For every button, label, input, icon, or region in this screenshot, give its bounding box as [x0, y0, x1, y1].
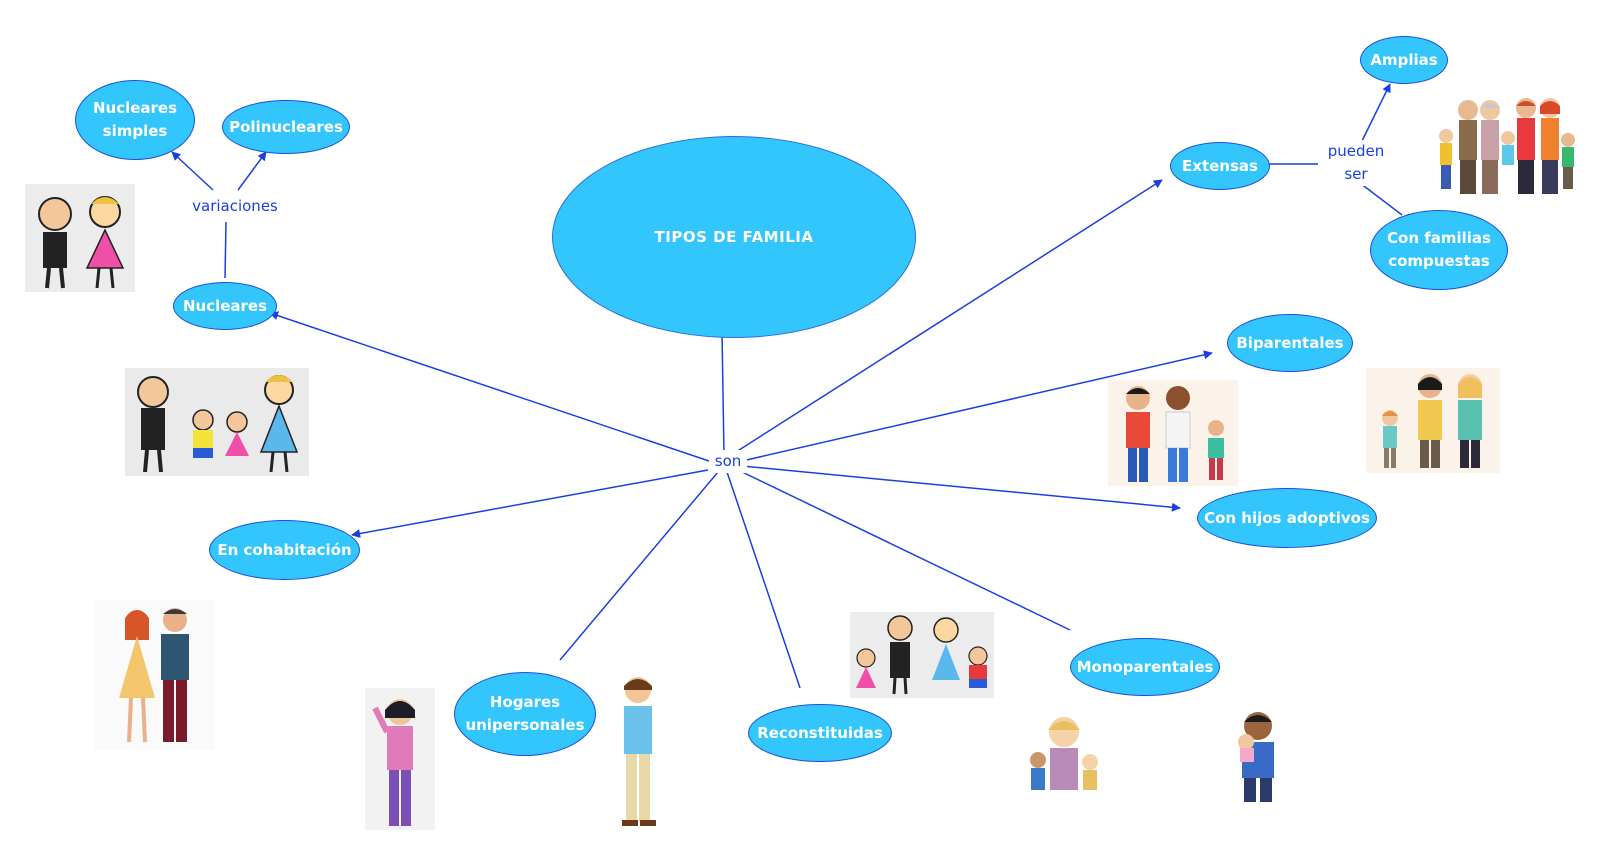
node-con-familias-compuestas[interactable]: Con familias compuestas	[1370, 210, 1508, 290]
main-topic-label: TIPOS DE FAMILIA	[654, 227, 814, 246]
image-man-alone	[608, 672, 668, 830]
image-couple-drawing	[25, 184, 135, 292]
image-cohabitating-couple	[95, 600, 215, 750]
linking-word-son[interactable]: son	[709, 450, 747, 473]
image-extended-family	[1434, 96, 1576, 200]
node-nucleares-label: Nucleares	[182, 296, 268, 315]
node-biparentales[interactable]: Biparentales	[1227, 314, 1353, 372]
node-biparentales-label: Biparentales	[1236, 333, 1344, 352]
arrow-son-biparentales	[741, 350, 1213, 462]
node-monoparentales-label: Monoparentales	[1076, 657, 1214, 676]
line-son-reconstituidas	[726, 471, 801, 689]
arrow-variaciones-polinucleares	[237, 151, 267, 191]
linking-word-pueden-ser[interactable]: pueden ser	[1322, 140, 1390, 186]
image-nuclear-family-drawing	[125, 368, 309, 476]
arrow-son-nucleares	[269, 311, 713, 463]
node-polinucleares[interactable]: Polinucleares	[222, 100, 350, 154]
node-con-familias-compuestas-label: Con familias compuestas	[1387, 229, 1491, 270]
arrow-son-extensas	[735, 179, 1163, 453]
node-nucleares-simples[interactable]: Nucleares simples	[75, 80, 195, 160]
image-single-father-baby	[1222, 708, 1294, 804]
node-monoparentales[interactable]: Monoparentales	[1070, 638, 1220, 696]
node-con-hijos-adoptivos-label: Con hijos adoptivos	[1204, 508, 1370, 527]
arrow-variaciones-nucleares-simples	[171, 151, 214, 191]
node-reconstituidas-label: Reconstituidas	[757, 723, 883, 742]
image-single-mother-family	[1022, 712, 1106, 802]
node-nucleares[interactable]: Nucleares	[173, 282, 277, 330]
arrow-son-con-hijos-adoptivos	[741, 465, 1181, 512]
node-hogares-unipersonales-label: Hogares unipersonales	[465, 693, 585, 734]
image-reconstituted-family	[850, 612, 994, 698]
line-main-to-son	[721, 331, 725, 456]
node-polinucleares-label: Polinucleares	[229, 117, 343, 136]
node-amplias[interactable]: Amplias	[1360, 36, 1448, 84]
node-amplias-label: Amplias	[1370, 50, 1438, 69]
line-son-hogares-unipersonales	[559, 471, 719, 661]
main-topic-node[interactable]: TIPOS DE FAMILIA	[552, 136, 916, 338]
node-extensas[interactable]: Extensas	[1170, 142, 1270, 190]
node-reconstituidas[interactable]: Reconstituidas	[748, 704, 892, 762]
image-woman-alone	[365, 688, 435, 830]
image-two-parent-family	[1108, 380, 1238, 486]
node-nucleares-simples-label: Nucleares simples	[92, 99, 178, 140]
node-extensas-label: Extensas	[1182, 156, 1258, 175]
line-pueden-ser-con-familias	[1359, 182, 1403, 216]
node-en-cohabitacion[interactable]: En cohabitación	[209, 520, 360, 580]
arrow-son-en-cohabitacion	[351, 469, 709, 538]
arrow-pueden-ser-amplias	[1359, 83, 1391, 146]
line-nucleares-variaciones	[224, 221, 227, 279]
node-hogares-unipersonales[interactable]: Hogares unipersonales	[454, 672, 596, 756]
linking-word-variaciones[interactable]: variaciones	[186, 195, 284, 218]
node-con-hijos-adoptivos[interactable]: Con hijos adoptivos	[1197, 488, 1377, 548]
node-en-cohabitacion-label: En cohabitación	[217, 540, 352, 559]
image-mother-daughters	[1366, 368, 1500, 473]
line-son-monoparentales	[737, 469, 1071, 631]
